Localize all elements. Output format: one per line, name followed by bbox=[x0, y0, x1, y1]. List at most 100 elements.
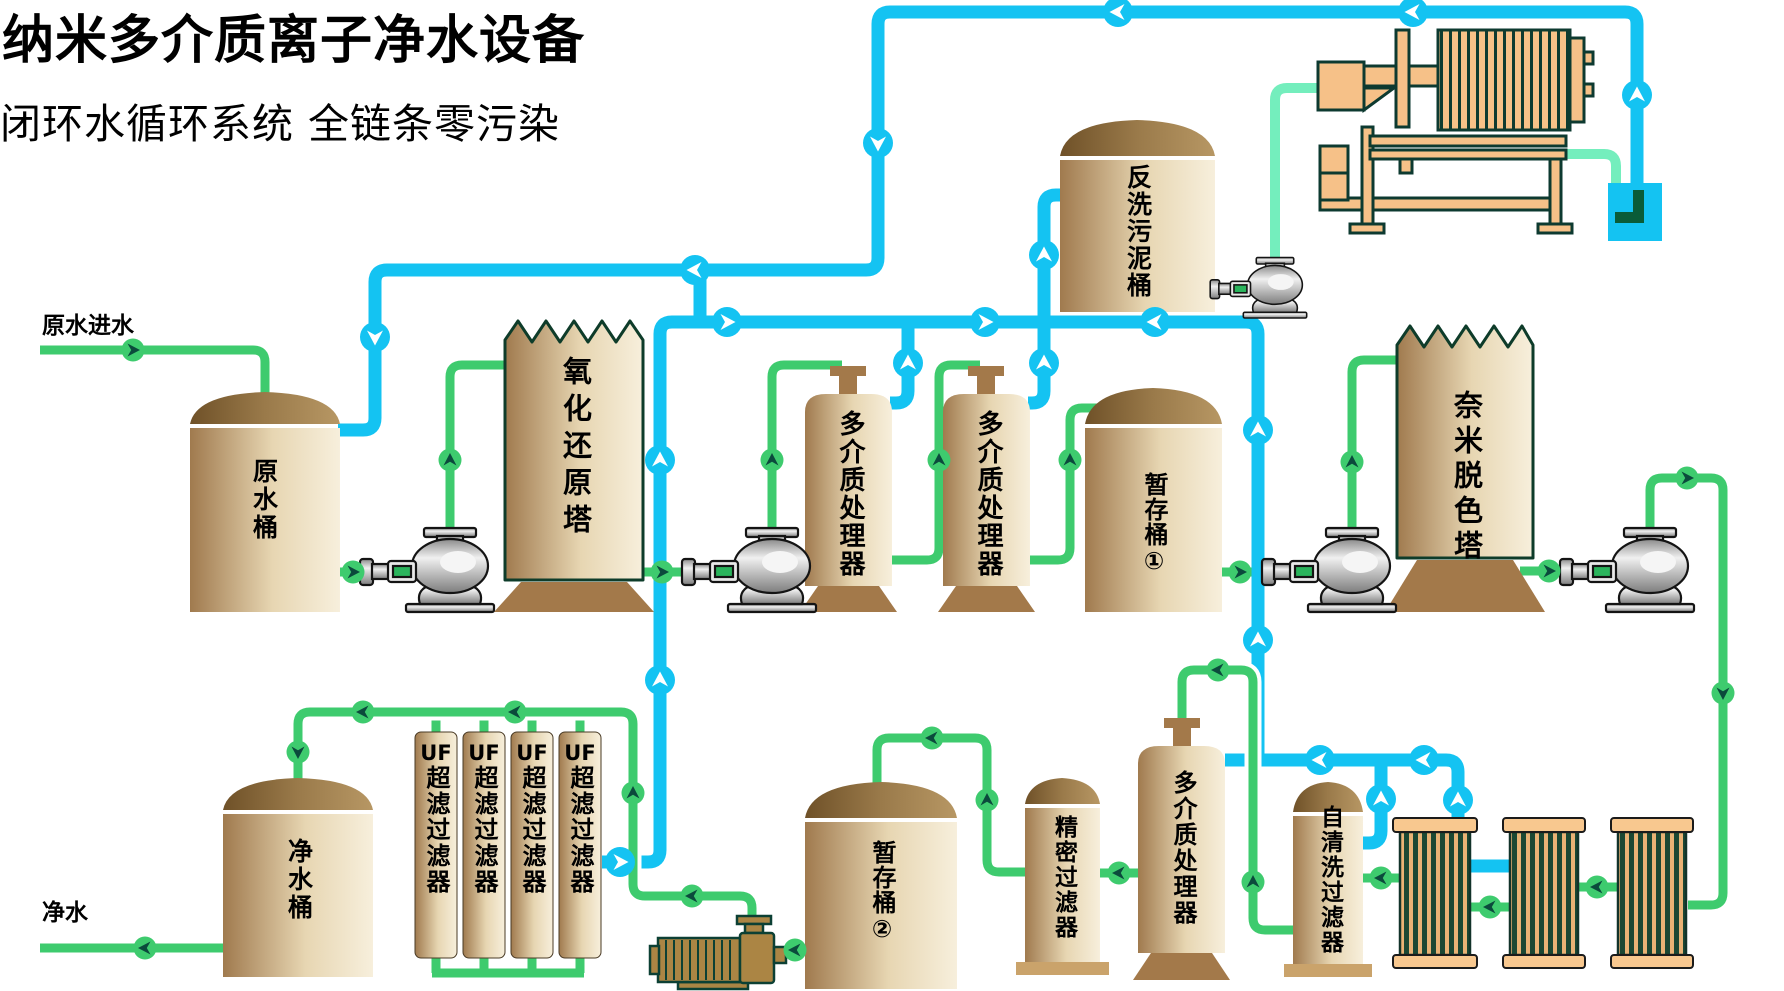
precision-filter bbox=[1016, 778, 1109, 975]
pump-3-sludge bbox=[1209, 256, 1308, 319]
flow-arrow-icon bbox=[1585, 875, 1609, 899]
flow-arrow-icon bbox=[1243, 625, 1273, 655]
uf-filter-name: 超滤过滤器 bbox=[470, 765, 498, 896]
pipe-uf-backwash-trunk bbox=[602, 315, 1265, 869]
backwash-sludge-tank bbox=[1060, 120, 1215, 312]
flow-arrow-icon bbox=[927, 448, 951, 472]
buffer-tank-2 bbox=[805, 782, 957, 989]
pipe-media1-backwash bbox=[889, 328, 915, 410]
buffer-tank-1-label: 暂存桶① bbox=[1140, 472, 1168, 576]
uf-filter-prefix: UF bbox=[420, 741, 452, 765]
flow-arrow-icon bbox=[783, 938, 807, 962]
flow-arrow-icon bbox=[133, 936, 157, 960]
flow-arrow-icon bbox=[286, 740, 310, 764]
flow-arrow-icon bbox=[1622, 80, 1652, 110]
filtrate-box bbox=[1608, 183, 1662, 241]
flow-arrow-icon bbox=[1366, 784, 1396, 814]
backwash-sludge-tank-label: 反洗污泥桶 bbox=[1123, 164, 1153, 299]
redox-tower-label: 氧化还原塔 bbox=[558, 356, 593, 541]
flow-arrow-icon bbox=[893, 348, 923, 378]
flow-arrow-icon bbox=[1369, 866, 1393, 890]
pump-5-nanotower-outlet bbox=[1558, 526, 1696, 614]
pipe-pump4-to-nanotower bbox=[1347, 355, 1400, 533]
uf-filter-1 bbox=[414, 731, 458, 959]
page-title: 纳米多介质离子净水设备 bbox=[2, 11, 586, 71]
striped-filter-3 bbox=[1610, 817, 1694, 969]
flow-arrow-icon bbox=[1340, 450, 1364, 474]
flow-arrow-icon bbox=[1029, 240, 1059, 270]
clean-water-tank bbox=[223, 778, 373, 977]
uf-filter-4-label: UF 超滤过滤器 bbox=[564, 741, 596, 896]
clean-water-tank-label: 净水桶 bbox=[284, 838, 314, 922]
flow-arrow-icon bbox=[1398, 0, 1428, 27]
flow-arrow-icon bbox=[1243, 415, 1273, 445]
flow-arrow-icon bbox=[680, 255, 710, 285]
uf-filter-prefix: UF bbox=[468, 741, 500, 765]
flow-arrow-icon bbox=[760, 448, 784, 472]
pipe-raw-inlet bbox=[40, 345, 270, 420]
uf-filter-3-label: UF 超滤过滤器 bbox=[516, 741, 548, 896]
pipe-uf-bottom-manifold bbox=[431, 956, 585, 978]
media-processor-3-label: 多介质处理器 bbox=[1169, 770, 1197, 926]
raw-inlet-label: 原水进水 bbox=[42, 313, 134, 339]
flow-arrow-icon bbox=[1058, 448, 1082, 472]
flow-arrow-icon bbox=[1711, 681, 1735, 705]
pipe-pump2-to-media1 bbox=[767, 360, 842, 533]
flow-arrow-icon bbox=[351, 700, 375, 724]
nano-decolor-tower-label: 奈米脱色塔 bbox=[1449, 390, 1484, 565]
pipe-pump5-to-striped3 bbox=[1645, 473, 1728, 910]
pipe-selfclean-backwash bbox=[1362, 764, 1388, 850]
flow-arrow-icon bbox=[1140, 307, 1170, 337]
buffer-tank-1 bbox=[1085, 388, 1222, 612]
self-cleaning-filter-label: 自清洗过滤器 bbox=[1316, 805, 1343, 955]
raw-water-tank bbox=[190, 392, 340, 612]
precision-filter-label: 精密过滤器 bbox=[1050, 815, 1077, 940]
flow-arrow-icon bbox=[1478, 895, 1502, 919]
pipe-press-to-filtrate-box bbox=[1566, 149, 1621, 185]
pipe-pump1-to-redox bbox=[445, 360, 510, 533]
filter-press-pipes-mint bbox=[1270, 83, 1621, 262]
self-cleaning-filter bbox=[1284, 782, 1372, 977]
pipe-return-to-rawtank bbox=[338, 5, 1644, 437]
pump-2-redox-outlet bbox=[680, 526, 818, 614]
flow-arrow-icon bbox=[1206, 658, 1230, 682]
flow-arrow-icon bbox=[605, 847, 635, 877]
flow-arrow-icon bbox=[1107, 861, 1131, 885]
pump-4-buffer1-outlet bbox=[1260, 526, 1398, 614]
backwash-pipes-cyan bbox=[338, 5, 1644, 873]
uf-filter-prefix: UF bbox=[516, 741, 548, 765]
flow-arrow-icon bbox=[645, 445, 675, 475]
clean-outlet-label: 净水 bbox=[42, 900, 88, 926]
flow-arrow-icon bbox=[645, 665, 675, 695]
flow-arrow-icon bbox=[712, 307, 742, 337]
pipe-sludgepump-to-press bbox=[1270, 83, 1322, 262]
uf-filter-2-label: UF 超滤过滤器 bbox=[468, 741, 500, 896]
filter-press bbox=[1316, 28, 1595, 235]
redox-tower bbox=[494, 319, 654, 612]
raw-water-tank-label: 原水桶 bbox=[249, 458, 279, 542]
flow-arrow-icon bbox=[1103, 0, 1133, 27]
flow-arrow-icon bbox=[503, 700, 527, 724]
flow-arrow-icon bbox=[1228, 560, 1252, 584]
pump-6-buffer2-motor bbox=[648, 914, 788, 991]
flow-arrow-icon bbox=[621, 781, 645, 805]
uf-filter-name: 超滤过滤器 bbox=[566, 765, 594, 896]
flow-arrow-icon bbox=[975, 788, 999, 812]
uf-filter-prefix: UF bbox=[564, 741, 596, 765]
flow-arrow-icon bbox=[360, 322, 390, 352]
uf-filter-name: 超滤过滤器 bbox=[422, 765, 450, 896]
media-processor-2 bbox=[938, 366, 1035, 612]
pipe-media2-backwash-to-sludge bbox=[1025, 188, 1064, 410]
pump-1-raw-water bbox=[358, 526, 496, 614]
flow-arrow-icon bbox=[680, 884, 704, 908]
flow-arrow-icon bbox=[1409, 745, 1439, 775]
uf-filter-name: 超滤过滤器 bbox=[518, 765, 546, 896]
page-subtitle: 闭环水循环系统 全链条零污染 bbox=[0, 100, 561, 148]
flow-arrow-icon bbox=[1029, 348, 1059, 378]
buffer-tank-2-label: 暂存桶② bbox=[868, 840, 896, 944]
flow-arrow-icon bbox=[920, 726, 944, 750]
striped-filter-1 bbox=[1392, 817, 1478, 969]
pipe-uf-top-stubs bbox=[431, 714, 585, 732]
